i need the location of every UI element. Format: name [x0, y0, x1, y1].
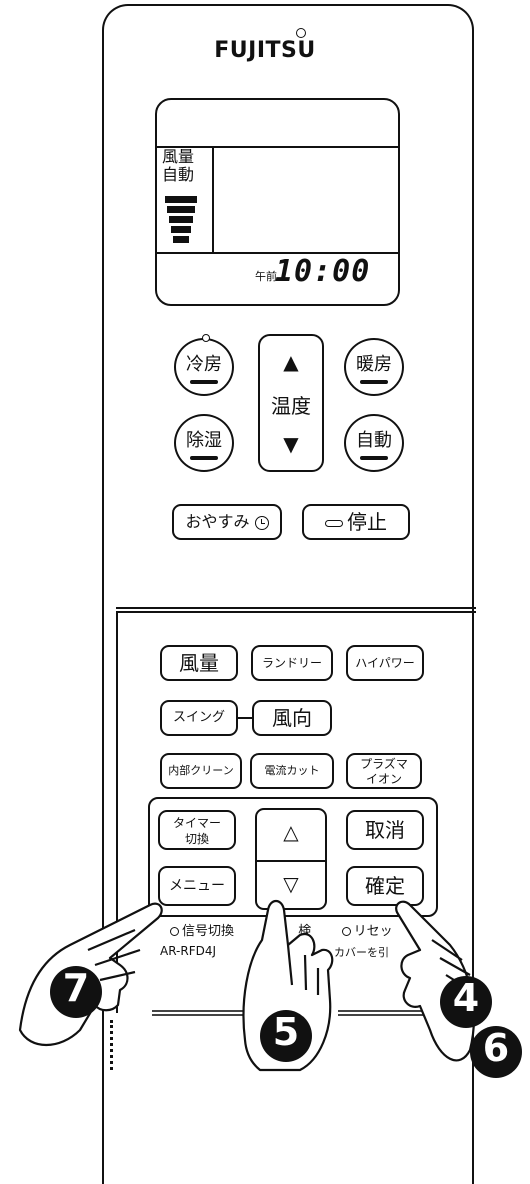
model-number: AR-RFD4J	[160, 944, 217, 958]
temperature-rocker: ▲ 温度 ▼	[258, 334, 324, 472]
cover-rail-right	[338, 1010, 436, 1016]
confirm-button[interactable]: 確定	[346, 866, 424, 906]
lcd-top-line	[157, 146, 398, 148]
lcd-display: 風量 自動 午前 10:00	[155, 98, 400, 306]
fan-button[interactable]: 風量	[160, 645, 238, 681]
lcd-bottom-line	[157, 252, 398, 254]
heat-button[interactable]: 暖房	[344, 338, 404, 396]
step-7-badge: 7	[50, 966, 102, 1018]
swing-button[interactable]: スイング	[160, 700, 238, 736]
cancel-button[interactable]: 取消	[346, 810, 424, 850]
timer-switch-button[interactable]: タイマー 切換	[158, 810, 236, 850]
plasma-label-2: イオン	[365, 772, 402, 786]
fan-label-line-2: 自動	[162, 165, 195, 184]
power-cut-button[interactable]: 電流カット	[250, 753, 334, 789]
logo-ring-icon	[296, 28, 306, 38]
clock-icon	[254, 515, 269, 530]
signal-switch-label: 信号切換	[182, 924, 235, 939]
cover-side	[116, 613, 118, 1013]
menu-button[interactable]: メニュー	[158, 866, 236, 906]
reset-label: リセッ	[353, 924, 393, 939]
temp-down-button[interactable]: ▼	[283, 432, 299, 456]
swing-direction-connector	[238, 717, 252, 719]
plasma-ion-button[interactable]: プラズマ イオン	[346, 753, 422, 789]
side-grip	[110, 1020, 116, 1070]
up-button[interactable]: △	[283, 820, 299, 844]
ampm-indicator: 午前	[255, 270, 277, 283]
high-power-button[interactable]: ハイパワー	[346, 645, 424, 681]
auto-button[interactable]: 自動	[344, 414, 404, 472]
step-5-badge: 5	[260, 1010, 312, 1062]
cool-indicator-icon	[202, 334, 210, 342]
cover-edge	[116, 607, 476, 613]
stop-indicator-icon	[325, 520, 343, 527]
fan-mode-label: 風量 自動	[162, 148, 194, 184]
stop-button[interactable]: 停止	[302, 504, 410, 540]
cool-button[interactable]: 冷房	[174, 334, 234, 396]
rocker-divider	[257, 860, 325, 862]
direction-button[interactable]: 風向	[252, 700, 332, 736]
cover-rail-left	[152, 1010, 262, 1016]
fan-label-line-1: 風量	[162, 147, 195, 166]
heat-label: 暖房	[356, 354, 392, 375]
sleep-button[interactable]: おやすみ	[172, 504, 282, 540]
laundry-button[interactable]: ランドリー	[251, 645, 333, 681]
timer-label-1: タイマー	[172, 816, 221, 830]
down-button[interactable]: ▽	[283, 872, 299, 896]
timer-menu-group	[148, 797, 438, 917]
up-down-rocker: △ ▽	[255, 808, 327, 910]
brand-logo: FUJITSU	[214, 38, 316, 63]
cover-instruction: カバーを引	[334, 946, 389, 959]
temp-up-button[interactable]: ▲	[283, 350, 299, 374]
cool-label: 冷房	[186, 354, 222, 375]
temp-label: 温度	[271, 394, 311, 418]
dry-button[interactable]: 除湿	[174, 414, 234, 472]
clock-display: 10:00	[275, 254, 371, 289]
internal-clean-button[interactable]: 内部クリーン	[160, 753, 242, 789]
step-4-badge: 4	[440, 976, 492, 1028]
lcd-separator	[212, 146, 214, 252]
plasma-label-1: プラズマ	[360, 757, 408, 771]
auto-label: 自動	[356, 430, 392, 451]
step-6-badge: 6	[470, 1026, 522, 1078]
dry-label: 除湿	[186, 430, 222, 451]
sleep-label: おやすみ	[185, 512, 250, 531]
stop-label: 停止	[347, 510, 387, 534]
timer-label-2: 切換	[184, 832, 209, 846]
